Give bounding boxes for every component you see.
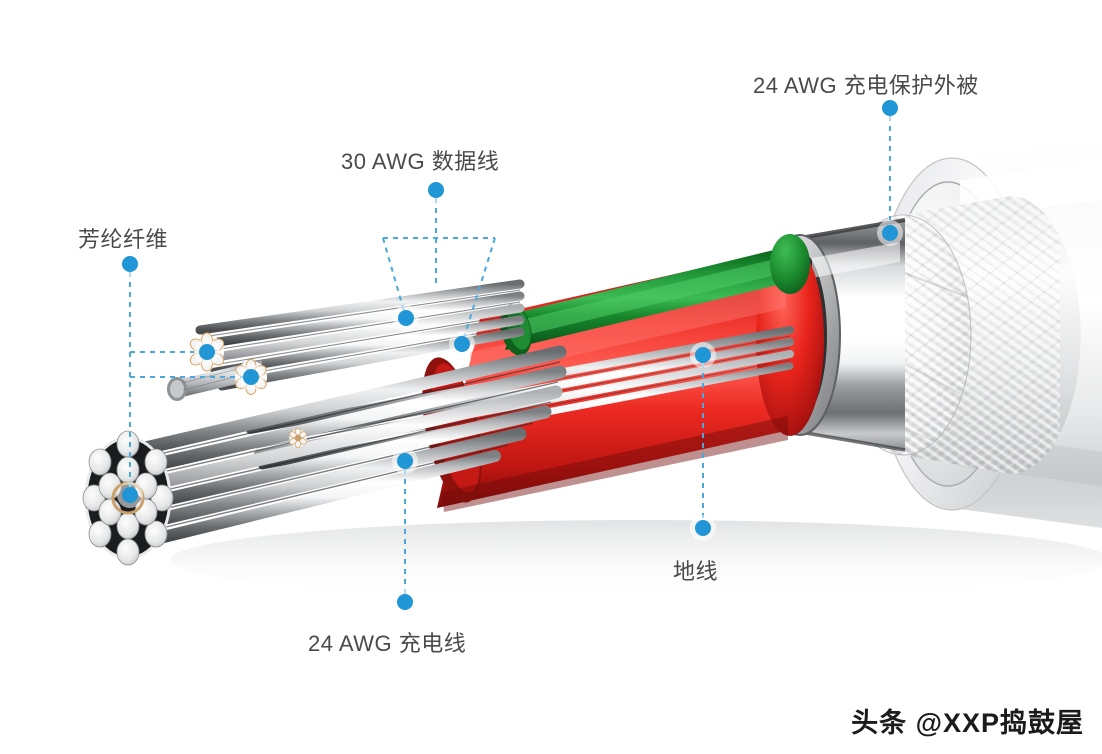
aramid-fiber-section-b: [235, 359, 267, 395]
data-wire-bundle-upper: [195, 279, 525, 391]
dot-label-24-awg-charging-wire: [392, 589, 418, 615]
dot-label-30-awg-data-wires: [423, 177, 449, 203]
dot-target-30-awg-data-wires-1: [449, 331, 475, 357]
callout-dots: [117, 95, 903, 615]
aramid-fiber-strand: [167, 360, 262, 401]
outer-jacket-layer: [873, 138, 1102, 528]
red-core: [422, 244, 824, 512]
label-outer-jacket: 24 AWG 充电保护外被: [753, 73, 979, 98]
green-core: [500, 234, 810, 356]
foil-shield-layer: [759, 218, 906, 452]
callout-leaders: [129, 116, 891, 594]
watermark: 头条 @XXP捣鼓屋: [851, 708, 1084, 738]
dot-target-ground-wire: [690, 342, 716, 368]
dot-target-30-awg-data-wires-0: [393, 305, 419, 331]
label-data-wires: 30 AWG 数据线: [341, 149, 500, 174]
dot-target-aramid-fiber-1: [238, 364, 264, 390]
dot-target-aramid-fiber-0: [194, 339, 220, 365]
dot-target-aramid-fiber-2: [117, 482, 143, 508]
braided-shield-layer: [834, 196, 1081, 474]
conductor-cross-section: [82, 430, 174, 566]
leader-30-awg-data-wires: [382, 198, 496, 345]
charging-wire-bundle: [121, 345, 567, 548]
dot-label-ground-wire: [690, 515, 716, 541]
aramid-fiber-section-c: [289, 427, 307, 449]
dot-label-aramid-fiber: [117, 251, 143, 277]
leader-aramid-fiber: [129, 272, 251, 495]
dot-target-24-awg-charging-wire: [392, 448, 418, 474]
label-ground-wire: 地线: [673, 559, 719, 584]
aramid-fiber-section-a: [189, 332, 225, 372]
data-wire-bundle-lower: [246, 326, 794, 470]
dot-target-24-awg-charging-jacket: [877, 220, 903, 246]
label-charging-wire: 24 AWG 充电线: [308, 631, 467, 656]
label-aramid-fiber: 芳纶纤维: [78, 227, 169, 252]
